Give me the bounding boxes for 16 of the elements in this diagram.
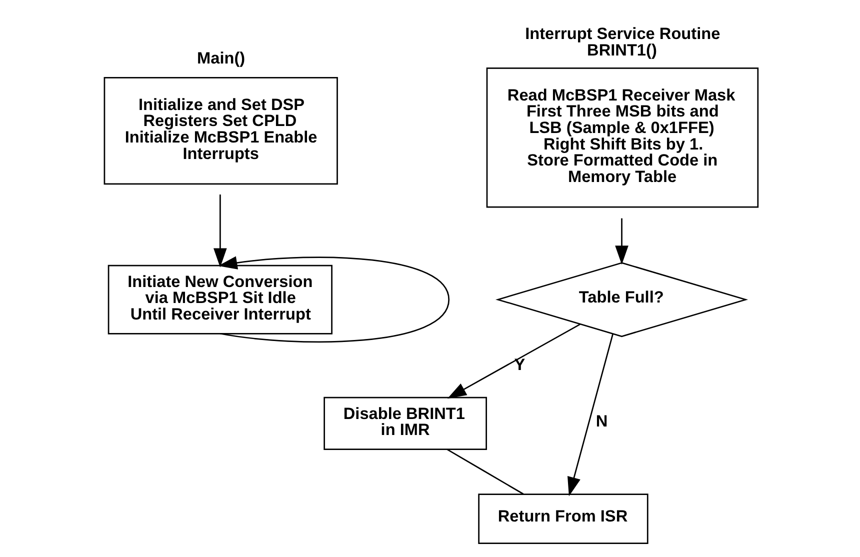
node-label: Main()	[196, 50, 245, 68]
node-box: Disable BRINT1 in IMR	[323, 396, 486, 450]
connector	[446, 448, 524, 495]
arrow	[567, 334, 614, 496]
edge-label: Y	[514, 356, 525, 374]
arrow	[446, 324, 580, 399]
edge-label: N	[595, 412, 608, 430]
node-box: Initiate New Conversion via McBSP1 Sit Idle Until Receiver Interrupt	[107, 264, 332, 334]
node-box: Return From ISR	[478, 494, 648, 544]
node-box: Read McBSP1 Receiver Mask First Three MSB bits and LSB (Sample & 0x1FFE) Right Shift Bits by 1. Store Formatted Code in Memory Table	[486, 68, 758, 208]
node-label: Interrupt Service Routine BRINT1()	[524, 25, 720, 60]
node-diamond: Table Full?	[495, 262, 748, 338]
arrow	[213, 194, 226, 268]
arrow	[614, 218, 628, 265]
node-box: Initialize and Set DSP Registers Set CPLD Initialize McBSP1 Enable Interrupts	[103, 77, 338, 185]
arrow	[218, 256, 450, 343]
